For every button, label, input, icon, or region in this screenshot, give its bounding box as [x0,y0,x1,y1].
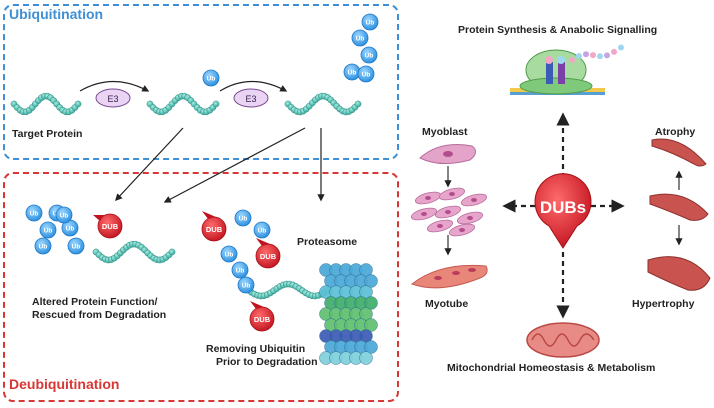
myoblast-cluster-icon [410,187,488,237]
svg-text:Ub: Ub [365,53,374,60]
ubiquitin-icon: Ub [39,221,57,239]
degradation-protein-chain [244,280,332,300]
dub-enzyme-icon: DUB [93,213,123,239]
removing-ubiquitin-label-line2: Prior to Degradation [216,356,318,368]
altered-function-label-line2: Rescued from Degradation [32,309,167,321]
ubiquitin-group: UbUbUbUbUbUbUbUbUbUbUbUbUbUbUbUbUbUbDUBD… [25,13,379,332]
target-protein-label: Target Protein [12,128,83,140]
svg-text:Ub: Ub [236,268,245,275]
svg-text:Ub: Ub [44,228,53,235]
e3-label-1: E3 [107,94,118,104]
atrophy-label: Atrophy [655,126,696,138]
ubiquitin-icon: Ub [343,63,361,81]
svg-text:DUB: DUB [254,315,271,324]
ubiquitination-title: Ubiquitination [9,6,104,22]
svg-text:Ub: Ub [66,226,75,233]
mono-ub-protein-chain [146,92,220,116]
ubiquitin-icon: Ub [351,29,369,47]
e3-arrow-1 [79,81,150,92]
svg-text:Ub: Ub [30,211,39,218]
svg-text:DUB: DUB [260,252,277,261]
removing-ubiquitin-label-line1: Removing Ubiquitin [206,343,306,355]
ubiquitin-icon: Ub [67,237,85,255]
ubiquitin-icon: Ub [231,261,249,279]
peptide-chain [569,44,624,63]
ubiquitin-icon: Ub [234,209,252,227]
e3-arrow-2 [219,81,288,92]
ubiquitination-panel [3,4,399,160]
hypertrophy-label: Hypertrophy [632,298,695,310]
svg-text:Ub: Ub [207,76,216,83]
rescued-protein-chain [92,240,176,264]
ubiquitin-icon: Ub [202,69,220,87]
svg-text:Ub: Ub [72,244,81,251]
myoblast-icon [419,144,476,164]
svg-text:Ub: Ub [362,72,371,79]
dubs-label: DUBs [540,198,586,217]
dub-enzyme-icon: DUB [255,238,281,269]
e3-enzyme-2 [233,88,269,108]
atrophy-muscle-icon [651,138,707,167]
e3-enzyme-1 [95,88,131,108]
altered-function-label-line1: Altered Protein Function/ [32,296,158,308]
ubiquitin-icon: Ub [237,276,255,294]
deubiquitination-panel [3,172,399,402]
svg-text:DUB: DUB [102,222,119,231]
svg-text:DUB: DUB [206,225,223,234]
ubiquitin-icon: Ub [220,245,238,263]
ubiquitin-icon: Ub [55,206,73,224]
svg-text:Ub: Ub [356,36,365,43]
deubiquitination-title: Deubiquitination [9,376,120,392]
proteasome-label: Proteasome [297,236,358,248]
ubiquitin-icon: Ub [360,46,378,64]
e3-label-2: E3 [245,94,256,104]
hypertrophy-muscle-icon [647,256,711,291]
target-protein-chain [10,92,82,116]
dub-enzyme-icon: DUB [249,301,275,332]
ubiquitin-icon: Ub [361,13,379,31]
svg-text:Ub: Ub [60,213,69,220]
svg-text:Ub: Ub [239,216,248,223]
mitochondrial-label: Mitochondrial Homeostasis & Metabolism [447,362,656,374]
ubiquitin-icon: Ub [357,65,375,83]
protein-chains [10,92,362,300]
svg-text:Ub: Ub [225,252,234,259]
mitochondrion-icon [526,322,600,358]
proteasome-icon [319,263,378,365]
protein-synthesis-label: Protein Synthesis & Anabolic Signalling [458,24,658,36]
arrow-to-removing [163,127,306,203]
dub-enzyme-icon: DUB [201,211,227,242]
dubs-pin [534,173,592,249]
svg-text:Ub: Ub [366,20,375,27]
arrow-to-altered [115,127,184,202]
poly-ub-protein-chain [284,92,362,116]
ubiquitin-icon: Ub [34,237,52,255]
myotube-label: Myotube [425,298,469,310]
ubiquitin-icon: Ub [253,221,271,239]
myotube-icon [410,264,488,289]
svg-text:Ub: Ub [39,244,48,251]
svg-text:Ub: Ub [258,228,267,235]
svg-text:Ub: Ub [242,283,251,290]
ribosome-icon [510,49,605,95]
ubiquitin-icon: Ub [25,204,43,222]
svg-text:Ub: Ub [348,70,357,77]
normal-muscle-icon [649,193,709,221]
myoblast-label: Myoblast [422,126,468,138]
